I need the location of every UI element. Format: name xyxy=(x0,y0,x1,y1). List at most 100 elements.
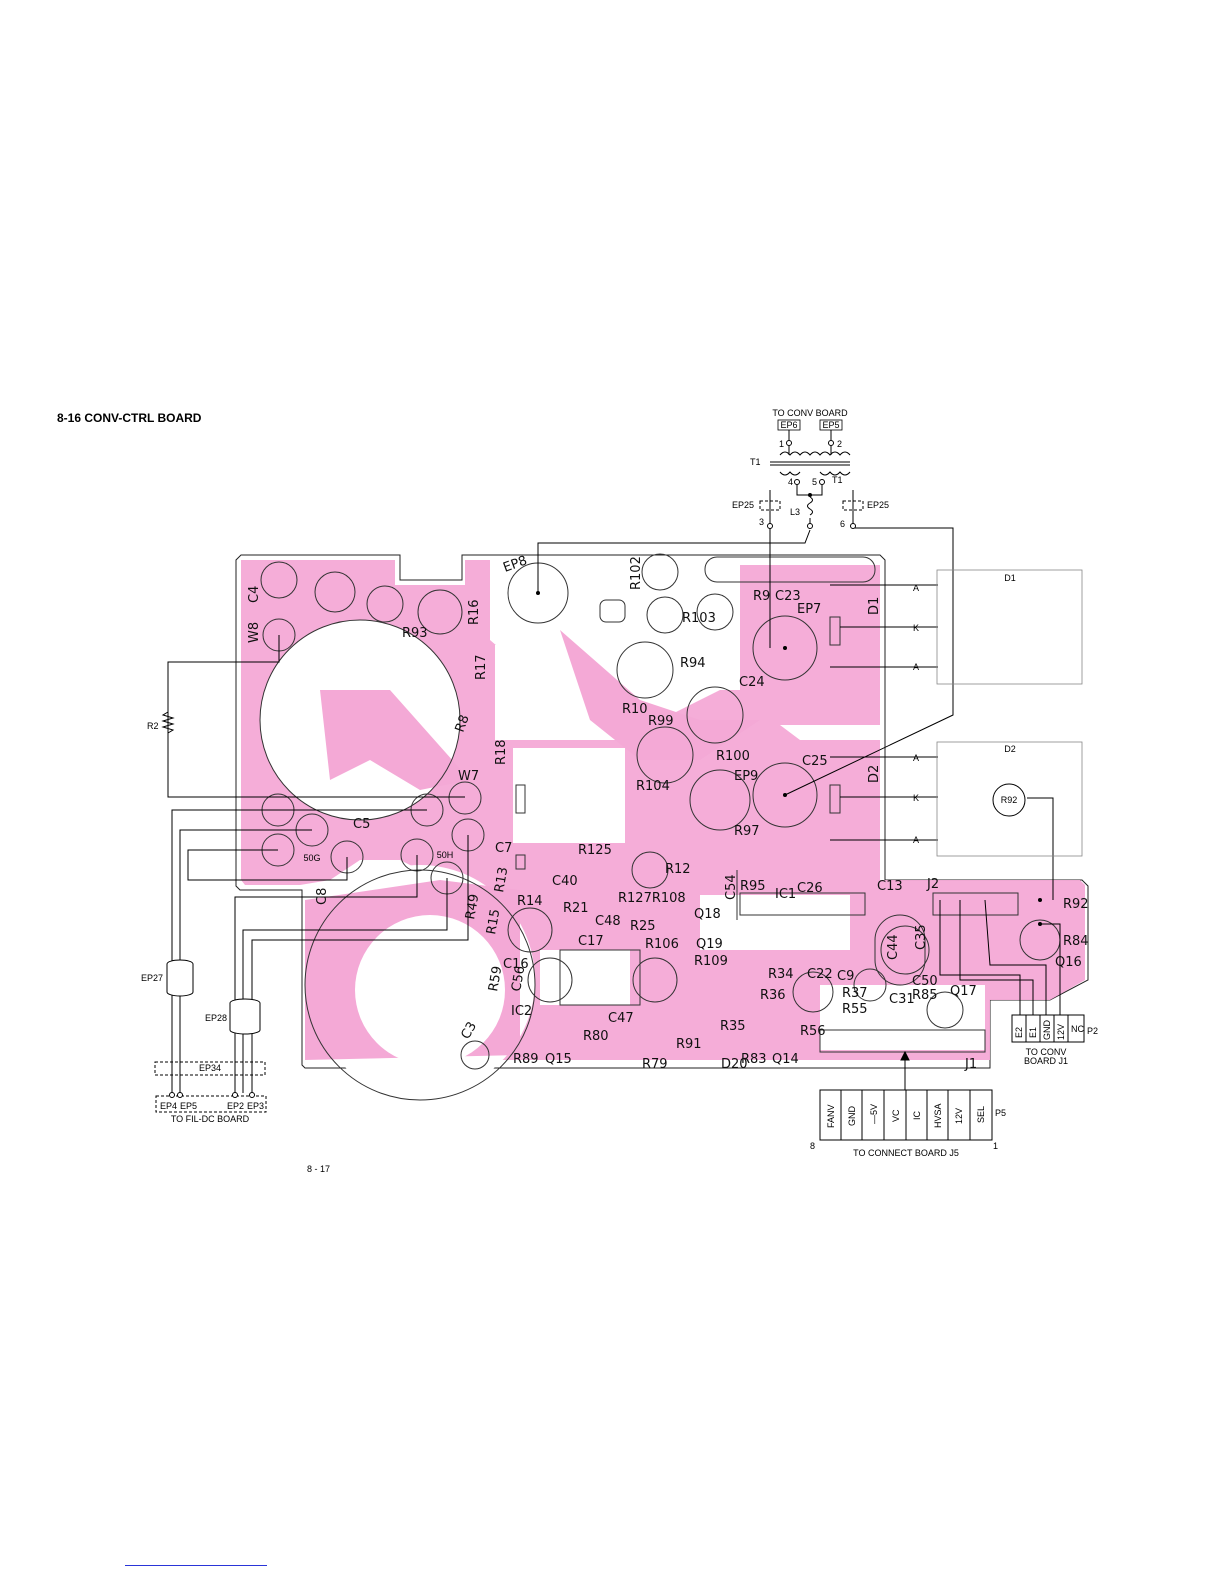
pad-ep5-top-label: EP5 xyxy=(822,420,839,430)
p5-pin-12v: 12V xyxy=(954,1108,964,1124)
ep25-left-label: EP25 xyxy=(732,500,754,510)
label-c7: C7 xyxy=(495,841,512,856)
label-c16: C16 xyxy=(503,957,529,972)
d1-pin-a1: A xyxy=(913,583,919,593)
pad-ep6-label: EP6 xyxy=(780,420,797,430)
label-c54: C54 xyxy=(724,874,739,900)
label-r15: R15 xyxy=(484,908,503,936)
t1-label-left: T1 xyxy=(750,457,761,467)
d1-name: D1 xyxy=(1004,573,1016,583)
p5-pin-sel: SEL xyxy=(976,1106,986,1123)
label-r104: R104 xyxy=(636,779,670,794)
label-r106: R106 xyxy=(645,937,679,952)
label-r100: R100 xyxy=(716,749,750,764)
footer-link-line[interactable] xyxy=(125,1565,267,1566)
label-r17: R17 xyxy=(474,654,489,680)
page-title: 8-16 CONV-CTRL BOARD xyxy=(57,411,202,425)
label-r79: R79 xyxy=(642,1057,668,1072)
d2-name: D2 xyxy=(1004,744,1016,754)
to-conv-board-caption: TO CONV BOARD xyxy=(772,408,848,418)
label-c17: C17 xyxy=(578,934,604,949)
p5-pin-vc: VC xyxy=(891,1109,901,1122)
label-r59: R59 xyxy=(486,965,505,993)
label-r37: R37 xyxy=(842,986,868,1001)
p5-pin-first: 8 xyxy=(810,1141,815,1151)
label-r97: R97 xyxy=(734,824,760,839)
pad-label-50g: 50G xyxy=(303,853,320,863)
p5-name: P5 xyxy=(995,1108,1006,1118)
label-c31: C31 xyxy=(889,992,915,1007)
label-w8: W8 xyxy=(247,622,262,643)
label-c40: C40 xyxy=(552,874,578,889)
label-r109: R109 xyxy=(694,954,728,969)
label-r95: R95 xyxy=(740,879,766,894)
label-r56: R56 xyxy=(800,1024,826,1039)
diode-d1: D1 A K A xyxy=(913,569,1083,685)
label-r12: R12 xyxy=(665,862,691,877)
label-ic2: IC2 xyxy=(511,1004,532,1019)
label-q16: Q16 xyxy=(1055,955,1082,970)
d2-pin-a1: A xyxy=(913,753,919,763)
p5-pin-minus5v: —5V xyxy=(869,1104,879,1124)
label-r18: R18 xyxy=(494,739,509,765)
pin-5: 5 xyxy=(812,477,817,487)
p2-caption-2: BOARD J1 xyxy=(1024,1056,1068,1066)
label-r55: R55 xyxy=(842,1002,868,1017)
label-j2: J2 xyxy=(926,877,939,892)
p5-connector: FANV GND —5V VC IC HVSA 12V SEL P5 8 1 T… xyxy=(810,1089,1006,1158)
label-c56: C56 xyxy=(509,965,528,993)
page-number: 8 - 17 xyxy=(307,1164,331,1174)
label-r125: R125 xyxy=(578,843,612,858)
label-r99: R99 xyxy=(648,714,674,729)
r2-label: R2 xyxy=(147,721,159,731)
to-fil-dc-caption: TO FIL-DC BOARD xyxy=(171,1114,250,1124)
ep2-label: EP2 xyxy=(227,1101,244,1111)
p2-caption-1: TO CONV xyxy=(1026,1047,1067,1057)
label-c4: C4 xyxy=(247,586,262,603)
label-r34: R34 xyxy=(768,967,794,982)
label-d1-board: D1 xyxy=(867,597,882,615)
label-r14: R14 xyxy=(517,894,543,909)
label-c9: C9 xyxy=(837,969,854,984)
l3-label: L3 xyxy=(790,507,800,517)
ep25-right-label: EP25 xyxy=(867,500,889,510)
label-r89: R89 xyxy=(513,1052,539,1067)
label-r127r108: R127R108 xyxy=(618,891,686,906)
label-q19: Q19 xyxy=(696,937,723,952)
label-ic1: IC1 xyxy=(775,887,796,902)
p2-pin-e1: E1 xyxy=(1028,1027,1038,1038)
label-c25: C25 xyxy=(802,754,828,769)
label-q14: Q14 xyxy=(772,1052,799,1067)
label-r9: R9 xyxy=(753,589,770,604)
transformer-section: TO CONV BOARD EP6 EP5 1 2 T1 T1 4 5 xyxy=(732,408,889,529)
label-r92-board: R92 xyxy=(1063,897,1089,912)
p2-pin-12v: 12V xyxy=(1056,1024,1066,1040)
d2-pin-k: K xyxy=(913,793,919,803)
ep34-label: EP34 xyxy=(199,1063,221,1073)
label-c22: C22 xyxy=(807,967,833,982)
label-j1: J1 xyxy=(964,1057,977,1072)
p5-pin-last: 1 xyxy=(993,1141,998,1151)
label-c23: C23 xyxy=(775,589,801,604)
copper-layer xyxy=(241,560,1085,1095)
pin-2: 2 xyxy=(837,439,842,449)
label-c26: C26 xyxy=(797,881,823,896)
label-c35: C35 xyxy=(914,924,929,950)
label-r94: R94 xyxy=(680,656,706,671)
label-r80: R80 xyxy=(583,1029,609,1044)
p5-pin-fanv: FANV xyxy=(826,1104,836,1128)
label-r8: R8 xyxy=(453,713,473,734)
label-r13: R13 xyxy=(492,866,511,894)
label-ep9: EP9 xyxy=(734,769,758,784)
component-outlines xyxy=(259,553,1061,1101)
label-c50: C50 xyxy=(912,974,938,989)
p5-pin-gnd: GND xyxy=(847,1106,857,1127)
label-r25: R25 xyxy=(630,919,656,934)
ep27-label: EP27 xyxy=(141,973,163,983)
label-r102: R102 xyxy=(629,556,644,590)
p2-name: P2 xyxy=(1087,1026,1098,1036)
label-c13: C13 xyxy=(877,879,903,894)
label-r36: R36 xyxy=(760,988,786,1003)
